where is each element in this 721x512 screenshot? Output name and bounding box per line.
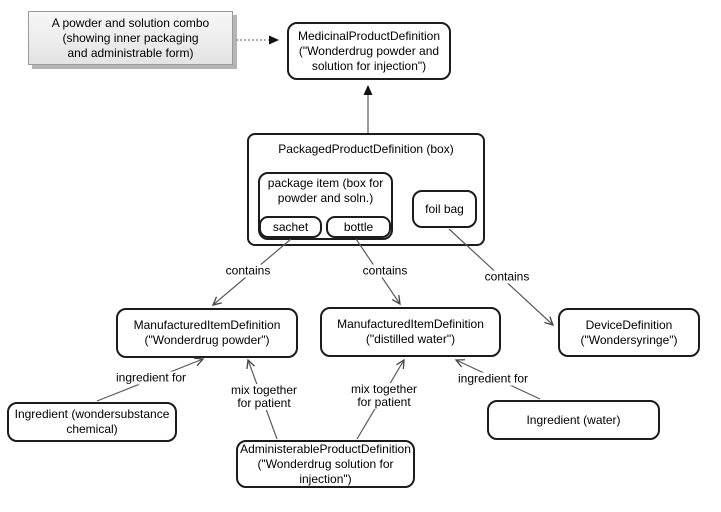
edge-label-mix-together-right: mix together for patient — [348, 382, 420, 409]
node-ingredient-wondersubstance: Ingredient (wondersubstance chemical) — [7, 402, 177, 442]
node-manufactured-item-water: ManufacturedItemDefinition ("distilled w… — [320, 307, 501, 357]
node-administerable-product-definition: AdministerableProductDefinition ("Wonder… — [236, 440, 415, 488]
note-box: A powder and solution combo (showing inn… — [28, 11, 233, 65]
node-device-definition: DeviceDefinition ("Wondersyringe") — [558, 308, 700, 357]
edge-label-ingredient-for-left: ingredient for — [113, 370, 189, 385]
node-manufactured-item-powder: ManufacturedItemDefinition ("Wonderdrug … — [116, 308, 298, 358]
node-ingredient-water: Ingredient (water) — [487, 400, 660, 440]
edge-label-mix-together-left: mix together for patient — [228, 383, 300, 410]
node-medicinal-product-definition: MedicinalProductDefinition ("Wonderdrug … — [287, 22, 451, 80]
node-foil-bag: foil bag — [412, 190, 477, 228]
edge-label-contains-2: contains — [360, 263, 410, 278]
edge-label-contains-1: contains — [223, 263, 273, 278]
edge-label-contains-3: contains — [482, 269, 532, 284]
node-bottle: bottle — [326, 216, 391, 238]
node-sachet: sachet — [259, 216, 322, 238]
edge-label-ingredient-for-right: ingredient for — [455, 371, 531, 386]
